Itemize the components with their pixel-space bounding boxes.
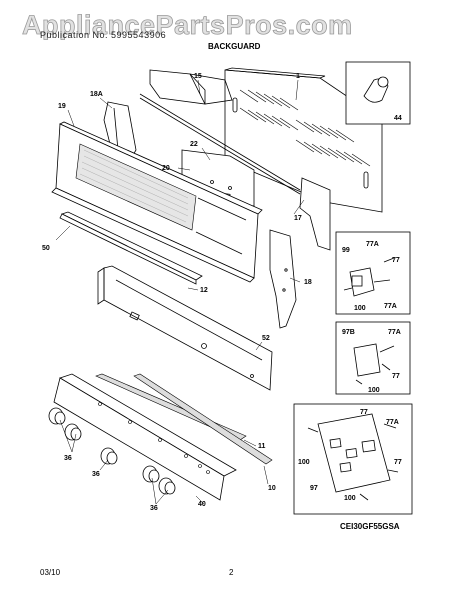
inset-44 [345,61,411,125]
side-bracket-right [269,177,331,329]
label-part-52: 52 [262,335,270,342]
label-part-77-inset2: 77 [392,373,400,380]
label-part-36-a: 36 [64,455,72,462]
page-number: 2 [229,568,234,577]
revision-date: 03/10 [40,568,61,577]
label-part-77a-inset1-top: 77A [366,241,379,248]
rear-bracket [139,69,301,195]
section-title: BACKGUARD [208,42,261,51]
label-part-100-inset3-left: 100 [298,459,310,466]
label-part-97b: 97B [342,329,355,336]
watermark: AppliancePartsPros.com [22,10,353,41]
label-part-77a-inset1-bottom: 77A [384,303,397,310]
label-part-36-c: 36 [150,505,158,512]
inset-switch-99 [335,231,411,315]
label-part-100-inset2: 100 [368,387,380,394]
inset-97b [335,321,411,395]
label-part-22: 22 [190,141,198,148]
label-part-36-b: 36 [92,471,100,478]
label-part-77a-inset3: 77A [386,419,399,426]
label-part-17: 17 [294,215,302,222]
label-part-77-inset3-top: 77 [360,409,368,416]
label-part-44: 44 [394,115,402,122]
label-part-50: 50 [42,245,50,252]
label-part-100-inset3-bottom: 100 [344,495,356,502]
label-part-77-inset1: 77 [392,257,400,264]
model-number: CEI30GF55GSA [340,522,400,531]
inset-board-97 [293,403,413,515]
label-part-97: 97 [310,485,318,492]
label-part-77a-inset2: 77A [388,329,401,336]
label-part-11: 11 [258,443,266,450]
label-part-18: 18 [304,279,312,286]
label-part-12: 12 [200,287,208,294]
label-part-77-inset3-right: 77 [394,459,402,466]
control-panel [53,373,237,501]
part-labels: 1 15 18A 19 22 20 17 18 50 12 52 11 10 4… [42,73,402,512]
label-part-15: 15 [194,73,202,80]
back-panel [224,67,383,213]
label-part-99: 99 [342,247,350,254]
label-part-40: 40 [198,501,206,508]
label-part-10: 10 [268,485,276,492]
label-part-100-inset1: 100 [354,305,366,312]
label-part-20: 20 [162,165,170,172]
front-overlay-panel [51,121,263,283]
trim-strip [59,211,203,285]
control-panel-housing [97,265,273,391]
label-part-19: 19 [58,103,66,110]
publication-number: Publication No. 5995543906 [40,30,167,40]
label-part-18a: 18A [90,91,103,98]
label-part-1: 1 [296,73,300,80]
insulation-strips [95,373,273,465]
